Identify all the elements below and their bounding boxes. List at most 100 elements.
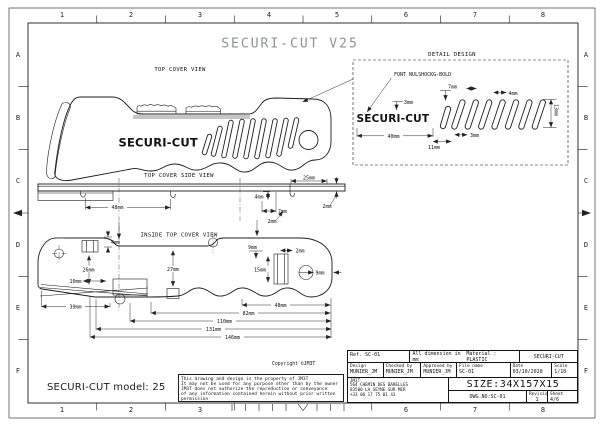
product-cell: SECURI-CUT xyxy=(533,353,564,360)
dim-inside-27mm: 27mm xyxy=(167,267,179,273)
dim-text-backer-40mm xyxy=(384,132,403,139)
dim-side-2mm-a: 2mm xyxy=(267,219,276,225)
company-phone: +33 06 17 75 01 43 xyxy=(350,392,396,398)
checked-label: Checked by xyxy=(385,363,413,369)
company-address-1: 564 CHEMIN DES BARELLES xyxy=(350,382,408,388)
dim-detail-4mm: 4mm xyxy=(509,91,518,97)
top-view-hole xyxy=(298,130,319,150)
size-dwg-block: SIZE:34X157X15 DWG.NO:SC-01 Revision 1 S… xyxy=(449,378,577,402)
approved-value: MUNIER_JM xyxy=(423,368,451,375)
dim-inside-15mm: 15mm xyxy=(254,268,266,274)
grid-col-label: 4 xyxy=(266,11,272,19)
dim-detail-11mm: 11mm xyxy=(428,145,440,151)
grid-col-label: 8 xyxy=(540,11,546,19)
sheet-value: 4/6 xyxy=(550,396,560,403)
dim-detail-40mm: 40mm xyxy=(387,134,399,140)
scale-value: 1/10 xyxy=(554,368,567,375)
dim-inside-110mm: 110mm xyxy=(217,319,232,325)
grid-row-label: E xyxy=(583,304,589,312)
checked-value: MUNIER_JM xyxy=(385,368,413,375)
slider-button-1 xyxy=(136,104,177,115)
detail-logo-text: SECURI-CUT xyxy=(357,113,430,125)
model-label: SECURI-CUT model: 25 xyxy=(47,382,166,393)
revision-value: 1 xyxy=(535,396,539,403)
detail-design-title: DETAIL DESIGN xyxy=(428,52,476,58)
dwg-cell: DWG.NO:SC-01 xyxy=(449,391,527,402)
dimension-note: All dimension in mm xyxy=(412,351,461,362)
scale-label: Scale xyxy=(554,363,568,369)
right-centering-mark xyxy=(582,209,591,217)
title-block: Ref. SC-01 All dimension in mm Material … xyxy=(347,350,578,403)
top-view-grip-slots xyxy=(201,117,300,160)
company-address-2: 83500 LA SEYNE SUR MER xyxy=(350,387,406,393)
detail-grip-slots xyxy=(439,99,546,130)
sheet-title: SECURI-CUT V25 xyxy=(221,36,359,52)
grid-col-label: 1 xyxy=(59,406,65,414)
material-note: Material : PLASTIC xyxy=(466,351,497,362)
grid-col-label: 7 xyxy=(472,11,478,19)
disclaimer-box: This drawing and design is the property … xyxy=(178,374,344,402)
grid-row-label: A xyxy=(15,51,21,59)
grid-col-label: 3 xyxy=(197,11,203,19)
grid-col-label: 6 xyxy=(403,11,409,19)
grid-row-label: E xyxy=(15,304,21,312)
grid-row-label: C xyxy=(583,177,589,185)
dim-inside-2mm: 2mm xyxy=(296,249,305,255)
dim-inside-10mm: 10mm xyxy=(69,279,81,285)
grid-row-label: D xyxy=(15,241,21,249)
dim-inside-9mm-b: 9mm xyxy=(316,271,325,277)
grid-col-label: 3 xyxy=(197,406,203,414)
file-value: SC-01 xyxy=(459,368,475,375)
dim-text-backers-side xyxy=(108,203,127,210)
top-view-nose xyxy=(46,102,71,179)
sheet-label: Sheet xyxy=(550,391,564,397)
bottom-centering-mark xyxy=(297,403,309,411)
design-cell: Design MUNIER_JM xyxy=(348,363,384,377)
dim-inside-4mm: 4mm xyxy=(111,240,120,246)
dim-detail-13mm: 13mm xyxy=(553,104,559,116)
inner-frame xyxy=(27,22,579,404)
dim-inside-131mm: 131mm xyxy=(206,327,221,333)
grid-row-label: A xyxy=(583,51,589,59)
date-value: 03/10/2020 xyxy=(512,368,543,375)
design-value: MUNIER_JM xyxy=(350,368,378,375)
dim-detail-3mm-a: 3mm xyxy=(404,100,413,106)
left-centering-mark xyxy=(13,209,22,217)
reference-ruler xyxy=(231,404,345,411)
ref-cell: Ref. SC-01 xyxy=(348,351,411,362)
detail-leader-line xyxy=(302,78,354,103)
top-view-logo-text: SECURI-CUT xyxy=(119,136,198,150)
sheet-cell: Sheet 4/6 xyxy=(548,391,577,403)
dim-inside-39mm: 39mm xyxy=(69,304,81,310)
disclaimer-line: of any information contained herein with… xyxy=(181,391,336,397)
dim-detail-7mm: 7mm xyxy=(448,85,457,91)
top-view-slider-track xyxy=(133,115,250,119)
grid-row-label: B xyxy=(15,114,21,122)
grid-row-label: C xyxy=(15,177,21,185)
dim-inside-82mm: 82mm xyxy=(242,311,254,317)
revision-label: Revision xyxy=(529,391,548,397)
grid-col-label: 5 xyxy=(334,11,340,19)
dim-side-48mm: 48mm xyxy=(111,205,123,211)
design-label: Design xyxy=(350,363,366,369)
font-note-leader xyxy=(366,77,392,113)
grid-row-label: D xyxy=(583,241,589,249)
dim-inside-26mm: 26mm xyxy=(82,267,94,273)
grid-col-label: 7 xyxy=(472,406,478,414)
company-name: JM3T xyxy=(350,378,361,383)
side-view-centerlines xyxy=(118,178,241,312)
file-cell: File name SC-01 xyxy=(457,363,511,377)
checked-cell: Checked by MUNIER_JM xyxy=(384,363,422,377)
dim-side-7mm: 7mm xyxy=(278,209,287,215)
revision-cell: Revision 1 xyxy=(527,391,548,402)
company-cell: JM3T 564 CHEMIN DES BARELLES 83500 LA SE… xyxy=(348,378,449,402)
grid-col-label: 6 xyxy=(403,406,409,414)
top-cover-view-title: TOP COVER VIEW xyxy=(154,67,206,73)
disclaimer-line: permission xyxy=(181,396,209,402)
dim-side-25mm: 25mm xyxy=(303,176,315,182)
grid-col-label: 1 xyxy=(59,11,65,19)
grid-row-label: F xyxy=(583,367,589,375)
approved-label: Approved by xyxy=(423,363,453,369)
grid-col-label: 8 xyxy=(540,406,546,414)
